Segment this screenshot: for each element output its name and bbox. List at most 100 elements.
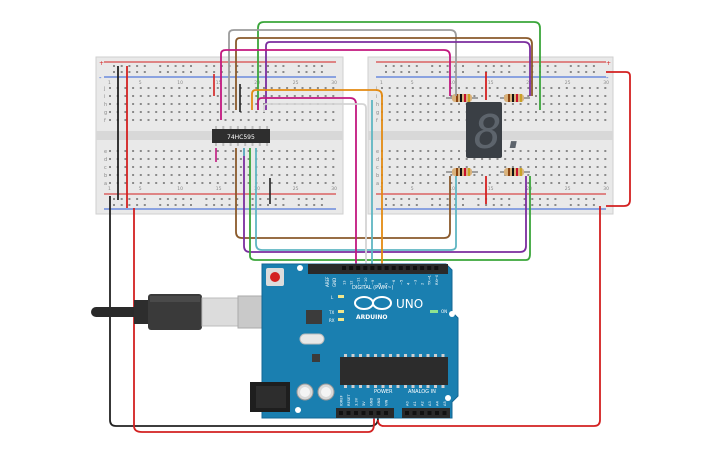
rail-hole[interactable] [462, 65, 464, 67]
breadboard-hole[interactable] [604, 182, 607, 184]
breadboard-hole[interactable] [535, 166, 537, 168]
breadboard-hole[interactable] [458, 166, 460, 168]
breadboard-hole[interactable] [109, 95, 111, 97]
breadboard-hole[interactable] [263, 103, 265, 105]
breadboard-hole[interactable] [270, 166, 273, 168]
breadboard-hole[interactable] [419, 174, 422, 176]
breadboard-hole[interactable] [170, 182, 173, 184]
breadboard-hole[interactable] [542, 174, 545, 176]
breadboard-hole[interactable] [565, 158, 568, 160]
breadboard-hole[interactable] [139, 111, 142, 113]
breadboard-hole[interactable] [388, 174, 391, 176]
breadboard-hole[interactable] [109, 103, 111, 105]
breadboard-hole[interactable] [147, 119, 150, 121]
power-pin-socket[interactable] [346, 411, 351, 415]
breadboard-hole[interactable] [565, 103, 568, 105]
rail-hole[interactable] [500, 204, 503, 206]
breadboard-hole[interactable] [239, 111, 242, 113]
breadboard-hole[interactable] [193, 103, 196, 105]
breadboard-hole[interactable] [442, 158, 445, 160]
breadboard-hole[interactable] [558, 95, 561, 97]
breadboard-hole[interactable] [573, 174, 576, 176]
breadboard-hole[interactable] [496, 158, 499, 160]
breadboard-hole[interactable] [193, 166, 196, 168]
breadboard-hole[interactable] [458, 150, 460, 152]
breadboard-hole[interactable] [170, 158, 173, 160]
breadboard-hole[interactable] [434, 174, 437, 176]
rail-hole[interactable] [128, 71, 131, 73]
breadboard-hole[interactable] [186, 119, 188, 121]
breadboard-hole[interactable] [550, 87, 553, 89]
breadboard-hole[interactable] [450, 166, 453, 168]
breadboard-hole[interactable] [178, 182, 181, 184]
breadboard-hole[interactable] [542, 103, 545, 105]
breadboard-hole[interactable] [542, 111, 545, 113]
breadboard-hole[interactable] [511, 87, 514, 89]
rail-hole[interactable] [205, 204, 208, 206]
breadboard-hole[interactable] [201, 103, 204, 105]
wire-purple-top[interactable] [265, 41, 531, 110]
analog-pin-socket[interactable] [427, 411, 432, 415]
rail-hole[interactable] [274, 65, 277, 67]
digital-pin-socket[interactable] [342, 266, 346, 270]
rail-hole[interactable] [297, 198, 300, 200]
breadboard-hole[interactable] [604, 150, 607, 152]
breadboard-hole[interactable] [504, 182, 507, 184]
usb-cable[interactable] [91, 294, 291, 330]
breadboard-hole[interactable] [286, 119, 289, 121]
rail-hole[interactable] [585, 198, 588, 200]
breadboard-hole[interactable] [109, 174, 111, 176]
breadboard-hole[interactable] [473, 95, 476, 97]
breadboard-hole[interactable] [316, 166, 319, 168]
breadboard-hole[interactable] [558, 103, 561, 105]
breadboard-hole[interactable] [309, 87, 312, 89]
breadboard-hole[interactable] [542, 87, 545, 89]
breadboard-hole[interactable] [255, 103, 258, 105]
breadboard-hole[interactable] [588, 103, 591, 105]
breadboard-hole[interactable] [519, 166, 522, 168]
breadboard-hole[interactable] [565, 87, 568, 89]
breadboard-hole[interactable] [588, 87, 591, 89]
breadboard-hole[interactable] [596, 158, 599, 160]
wire-brown-bottom[interactable] [235, 148, 451, 239]
power-pin-socket[interactable] [384, 411, 388, 415]
breadboard-hole[interactable] [186, 103, 188, 105]
rail-hole[interactable] [446, 198, 449, 200]
breadboard-hole[interactable] [247, 111, 250, 113]
breadboard-hole[interactable] [286, 87, 289, 89]
breadboard-hole[interactable] [293, 150, 296, 152]
breadboard-hole[interactable] [588, 166, 591, 168]
breadboard-hole[interactable] [527, 119, 530, 121]
breadboard-hole[interactable] [239, 87, 242, 89]
rail-hole[interactable] [267, 198, 269, 200]
breadboard-hole[interactable] [209, 182, 212, 184]
breadboard-hole[interactable] [124, 174, 127, 176]
rail-hole[interactable] [113, 65, 115, 67]
analog-pin-socket[interactable] [405, 411, 409, 415]
breadboard-hole[interactable] [132, 150, 135, 152]
breadboard-hole[interactable] [388, 182, 391, 184]
breadboard-hole[interactable] [511, 111, 514, 113]
rail-hole[interactable] [143, 204, 146, 206]
breadboard-hole[interactable] [588, 174, 591, 176]
rail-hole[interactable] [569, 71, 572, 73]
rail-hole[interactable] [320, 204, 323, 206]
breadboard-hole[interactable] [481, 95, 484, 97]
rail-hole[interactable] [166, 71, 169, 73]
rail-hole[interactable] [546, 198, 549, 200]
breadboard-hole[interactable] [573, 158, 576, 160]
breadboard-hole[interactable] [209, 103, 212, 105]
breadboard-hole[interactable] [458, 111, 460, 113]
rail-hole[interactable] [569, 204, 572, 206]
breadboard-hole[interactable] [124, 166, 127, 168]
rail-hole[interactable] [174, 71, 177, 73]
breadboard-hole[interactable] [332, 111, 335, 113]
breadboard-hole[interactable] [162, 95, 165, 97]
rail-hole[interactable] [313, 198, 316, 200]
rail-hole[interactable] [462, 198, 464, 200]
breadboard-hole[interactable] [450, 119, 453, 121]
rail-hole[interactable] [190, 198, 192, 200]
breadboard-hole[interactable] [388, 150, 391, 152]
wire-white-to-pin11[interactable] [263, 103, 367, 270]
breadboard-hole[interactable] [565, 111, 568, 113]
